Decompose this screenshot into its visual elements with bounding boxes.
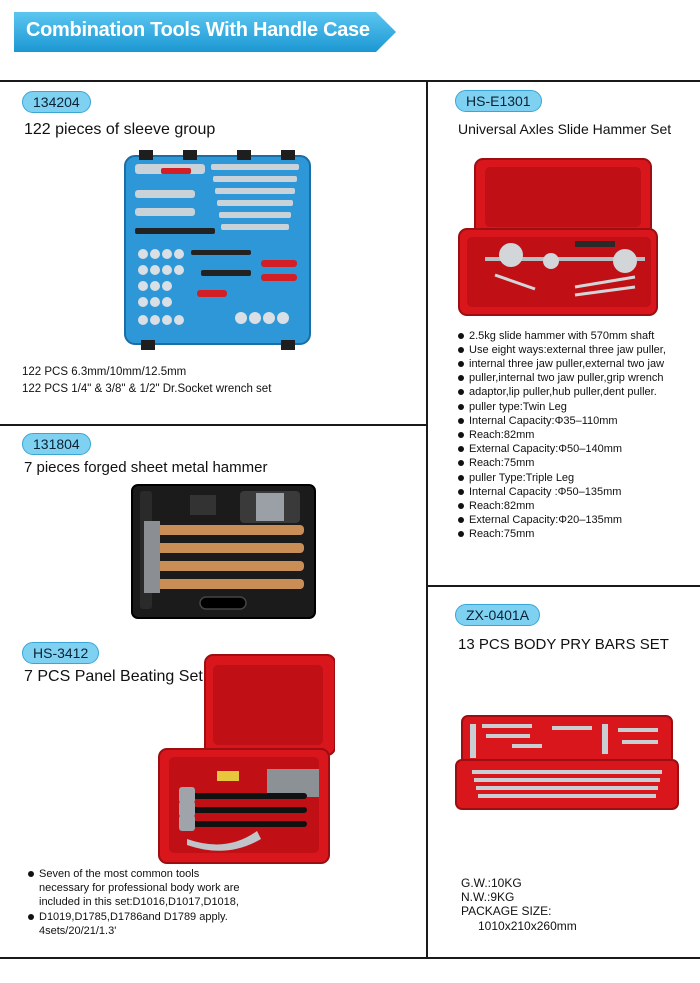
hammer-case-image xyxy=(130,483,317,620)
spec-line: 122 PCS 6.3mm/10mm/12.5mm xyxy=(22,366,187,378)
product-code-badge: HS-E1301 xyxy=(455,90,542,112)
detail-line: External Capacity:Φ20–135mm xyxy=(457,513,664,527)
spec-line: G.W.:10KG xyxy=(461,876,522,890)
spec-line: 1010x210x260mm xyxy=(478,919,577,933)
product-title: 7 PCS Panel Beating Set xyxy=(24,668,203,685)
socket-set-case-image xyxy=(121,150,314,350)
page-title: Combination Tools With Handle Case xyxy=(26,19,370,41)
header-banner: Combination Tools With Handle Case xyxy=(14,10,398,54)
product-code-badge: 131804 xyxy=(22,433,91,455)
detail-line: Reach:75mm xyxy=(457,456,664,470)
bullet-item: 2.5kg slide hammer with 570mm shaft xyxy=(457,329,666,343)
detail-line: External Capacity:Φ50–140mm xyxy=(457,442,664,456)
detail-line: internal three jaw puller,external two j… xyxy=(457,357,664,371)
top-rule xyxy=(0,80,700,82)
bullet-continuation: 4sets/20/21/1.3' xyxy=(39,924,117,937)
product-code-badge: HS-3412 xyxy=(22,642,100,664)
detail-line: Reach:75mm xyxy=(457,527,664,541)
product-title: 13 PCS BODY PRY BARS SET xyxy=(458,636,669,653)
banner-arrow-shape xyxy=(14,12,396,52)
pry-bar-case-image xyxy=(452,714,681,811)
product-description: Seven of the most common tools necessary… xyxy=(27,867,240,938)
detail-line: puller Type:Triple Leg xyxy=(457,471,664,485)
left-section-rule xyxy=(0,424,426,426)
detail-line: adaptor,lip puller,hub puller,dent pulle… xyxy=(457,385,664,399)
bullet-item: Use eight ways:external three jaw puller… xyxy=(457,343,666,357)
detail-line: puller type:Twin Leg xyxy=(457,400,664,414)
product-title: 122 pieces of sleeve group xyxy=(24,121,216,138)
slide-hammer-case-image xyxy=(455,157,660,317)
detail-line: Reach:82mm xyxy=(457,428,664,442)
spec-line: 122 PCS 1/4" & 3/8" & 1/2" Dr.Socket wre… xyxy=(22,383,272,395)
product-details: internal three jaw puller,external two j… xyxy=(457,357,664,542)
product-title: Universal Axles Slide Hammer Set xyxy=(458,121,672,137)
bullet-item: D1019,D1785,D1786and D1789 apply. xyxy=(27,910,240,924)
product-description: 2.5kg slide hammer with 570mm shaft Use … xyxy=(457,329,666,357)
spec-line: PACKAGE SIZE: xyxy=(461,904,552,918)
bullet-item: Seven of the most common tools xyxy=(27,867,240,881)
product-title: 7 pieces forged sheet metal hammer xyxy=(24,459,268,476)
bullet-continuation: included in this set:D1016,D1017,D1018, xyxy=(39,896,239,909)
bullet-continuation: necessary for professional body work are xyxy=(39,882,240,895)
right-section-rule xyxy=(426,585,700,587)
column-divider xyxy=(426,80,428,958)
detail-line: Internal Capacity :Φ50–135mm xyxy=(457,485,664,499)
detail-line: Internal Capacity:Φ35–110mm xyxy=(457,414,664,428)
panel-beating-case-image xyxy=(157,653,336,865)
detail-line: puller,internal two jaw puller,grip wren… xyxy=(457,371,664,385)
product-code-badge: ZX-0401A xyxy=(455,604,541,626)
product-code-badge: 134204 xyxy=(22,91,91,113)
spec-line: N.W.:9KG xyxy=(461,890,515,904)
bottom-rule xyxy=(0,957,700,959)
detail-line: Reach:82mm xyxy=(457,499,664,513)
